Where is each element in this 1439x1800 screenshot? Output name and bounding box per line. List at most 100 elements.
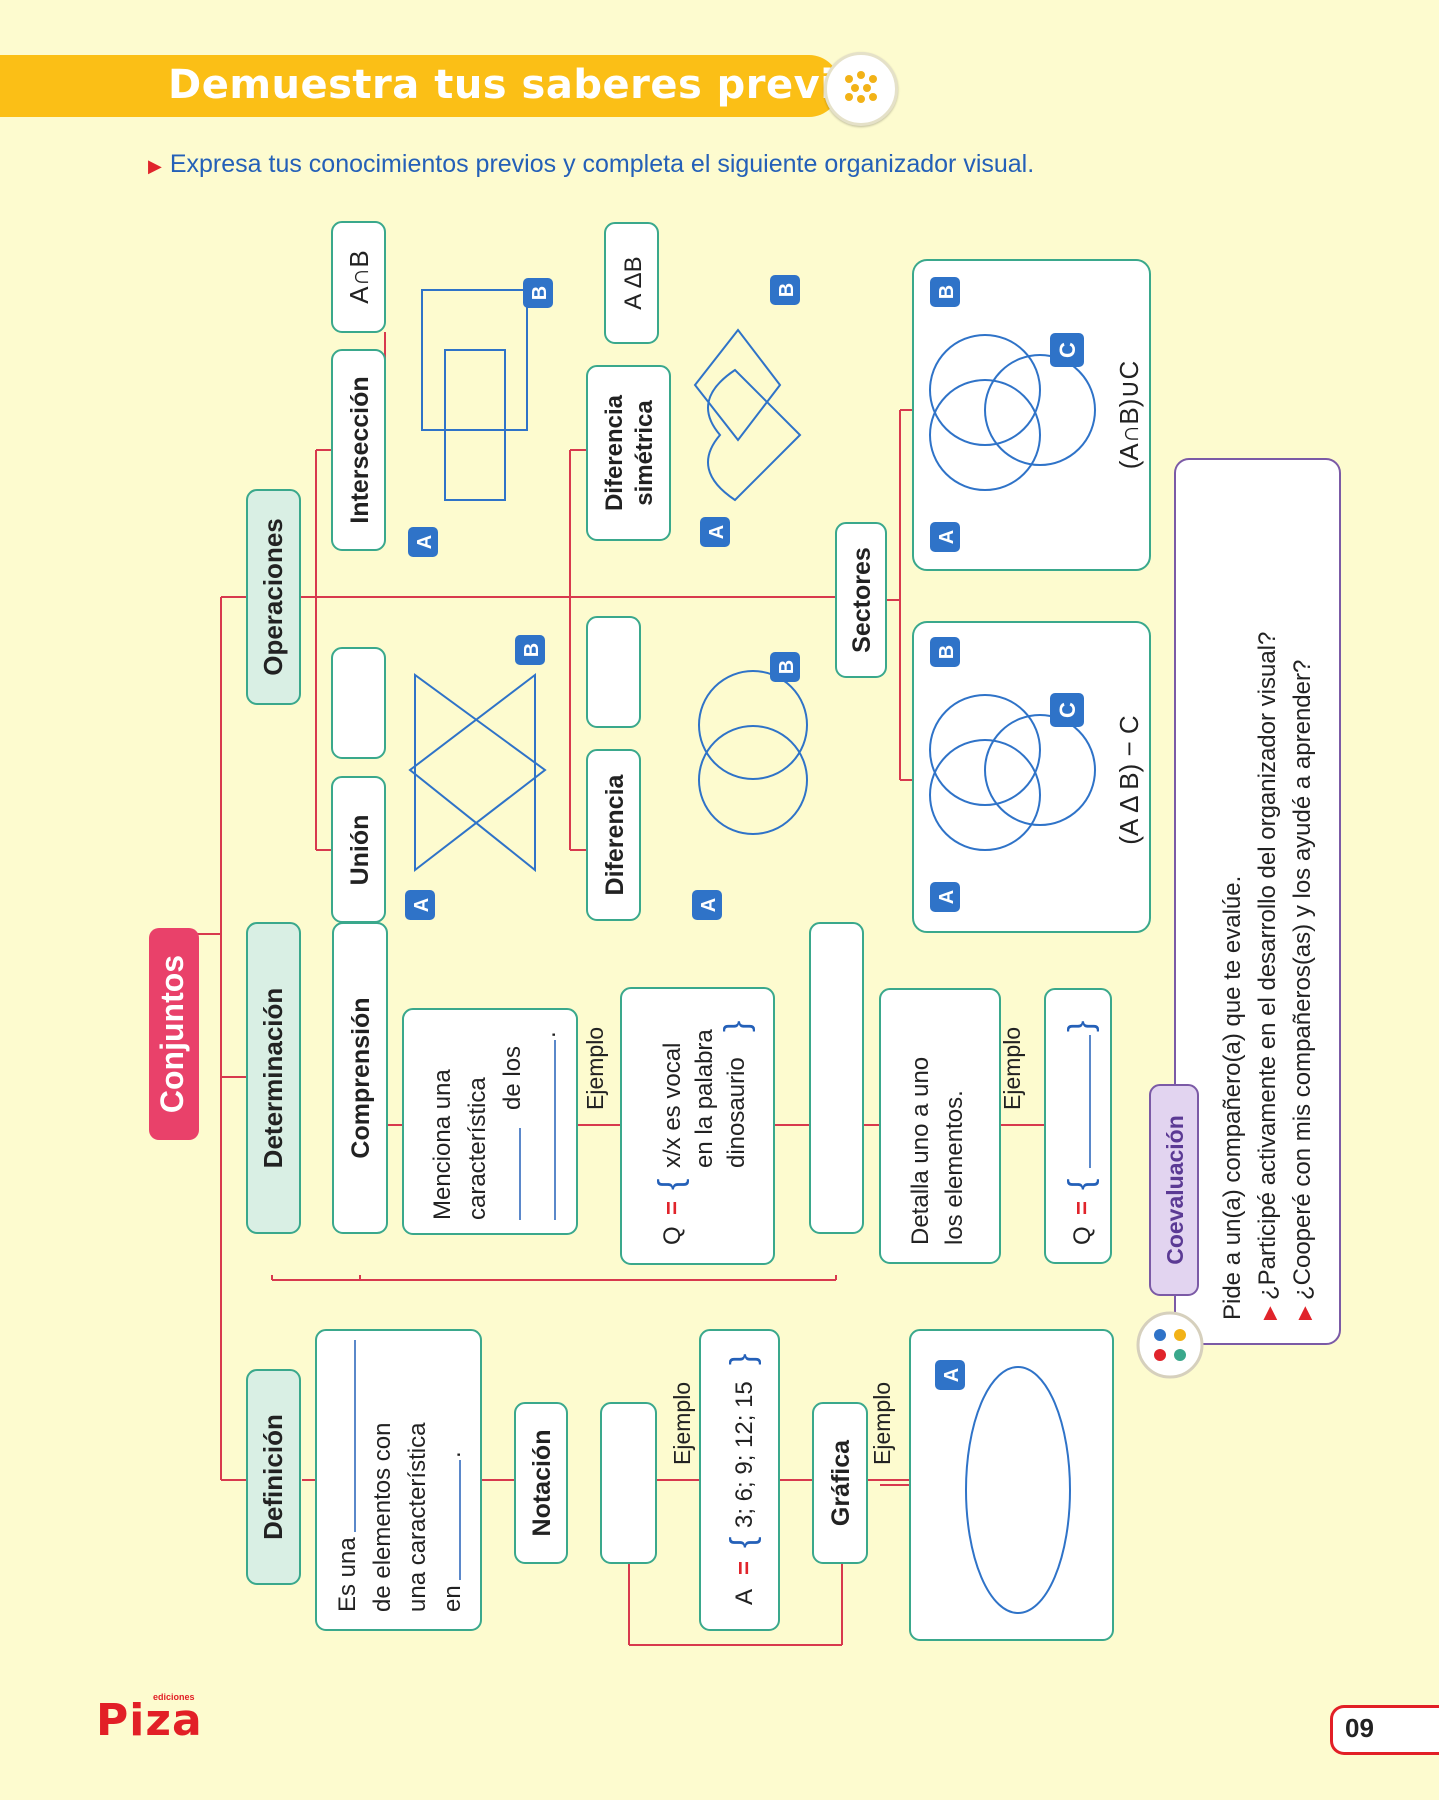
sector-1-tag-b: B [936,645,958,659]
sector-2-tag-b: B [936,285,958,299]
brand-logo-small: ediciones [153,1692,195,1702]
set-a-tag-label: A [941,1368,963,1382]
definicion-node [246,1369,301,1585]
connector-lines [193,329,1045,1646]
svg-text:{: { [652,1179,690,1190]
extension-example-box [1044,988,1112,1264]
coevaluacion-item-2: ¿Participé activamente en el desarrollo … [1254,632,1281,1300]
sectores-node [835,522,887,678]
notacion-answer-box[interactable] [600,1402,657,1564]
notacion-example-set: 3; 6; 9; 12; 15 [731,1381,758,1528]
definicion-label: Definición [258,1414,288,1540]
union-label: Unión [346,815,374,886]
grafica-label: Gráfica [827,1439,855,1526]
page-number-box [1330,1705,1439,1755]
root-node [149,928,199,1140]
page-number: 09 [1345,1713,1374,1743]
sector-1-tag-c: C [1055,702,1080,718]
extension-example-eq: = [1069,1201,1096,1215]
interseccion-tag-b: B [529,286,551,300]
operaciones-node [246,489,301,705]
diferencia-simetrica-diagram [693,328,802,502]
sector-2-venn [929,334,1096,491]
diferencia-symbol-box[interactable] [586,616,641,728]
atom-cluster-icon [824,52,898,126]
svg-text:}: } [718,1021,756,1032]
comprension-text-3: de los [499,1046,526,1110]
teamwork-icon-figures [1154,1329,1186,1361]
set-a-ellipse [965,1366,1071,1614]
union-node [331,776,386,923]
extension-text-1: Detalla uno a uno [907,1057,934,1245]
page-title: Demuestra tus saberes previos [168,62,887,108]
comprension-example-lhs: Q [659,1226,686,1245]
svg-text:{: { [724,1537,762,1548]
definicion-box [315,1329,482,1631]
comprension-example-line-1: x/x es vocal [659,1043,686,1168]
diferencia-diagram [698,670,808,835]
sector-2-tag-a: A [936,530,958,544]
operaciones-label: Operaciones [258,518,288,676]
interseccion-symbol: A∩B [344,250,374,303]
comprension-example-line-2: en la palabra [691,1029,718,1168]
bullet-triangle-icon: ▶ [1259,1306,1279,1320]
dif-sim-symbol-box [604,222,659,344]
svg-text:.: . [534,1031,561,1038]
svg-text:{: { [1062,1179,1100,1190]
grafica-example-box [909,1329,1114,1641]
sectores-label: Sectores [848,547,876,653]
svg-text:}: } [1062,1021,1100,1032]
diferencia-tag-b: B [776,660,798,674]
sector-1-tag-a: A [936,890,958,904]
brand-logo: Piza [96,1695,203,1746]
grafica-node [812,1402,868,1564]
union-symbol-box[interactable] [331,647,386,759]
determinacion-node [246,922,301,1234]
extension-text-2: los elementos. [941,1090,968,1245]
diferencia-node [586,749,641,921]
dif-sim-tag-b: B [776,283,798,297]
header-banner [0,55,840,117]
coevaluacion-tab [1149,1084,1199,1296]
notacion-example-lhs: A [731,1589,758,1605]
definicion-text-1: Es una [334,1537,361,1612]
set-a-tag [935,1360,965,1390]
union-tag-b: B [521,643,543,657]
bullet-triangle-icon: ▶ [1294,1306,1314,1320]
union-diagram [408,672,547,873]
definicion-text-3: una característica [404,1422,431,1612]
diferencia-tag-a: A [698,898,720,912]
extension-answer-box[interactable] [809,922,864,1234]
teamwork-icon [1136,1311,1204,1379]
comprension-box [402,1008,578,1235]
comprension-text-2: característica [464,1077,491,1220]
extension-example-label: Ejemplo [999,1027,1025,1110]
coevaluacion-item-3: ¿Cooperé con mis compañeros(as) y los ay… [1289,660,1316,1300]
comprension-example-line-3: dinosaurio [723,1057,750,1168]
comprension-example-label: Ejemplo [582,1027,608,1110]
dif-sim-tag-a: A [706,525,728,539]
coevaluacion-box [1174,458,1341,1345]
svg-text:.: . [439,1451,466,1458]
svg-text:}: } [724,1354,762,1365]
comprension-example-box [620,987,775,1265]
sector-1-venn [929,694,1096,851]
notacion-node [514,1402,568,1564]
notacion-example-label: Ejemplo [669,1382,695,1465]
instruction-text: Expresa tus conocimientos previos y comp… [169,150,1035,178]
diferencia-simetrica-label-1: Diferencia [601,394,628,511]
bullet-triangle-icon: ▶ [148,156,162,176]
root-label: Conjuntos [154,955,190,1113]
notacion-example-box [699,1329,780,1631]
interseccion-node [331,349,386,551]
dif-sim-symbol: A ΔB [620,256,647,309]
grafica-example-label: Ejemplo [869,1382,895,1465]
sector-2-tag-c: C [1055,342,1080,358]
sector-2-box [912,259,1151,571]
definicion-text-4: en [439,1585,466,1612]
interseccion-tag-a: A [414,535,436,549]
notacion-label: Notación [528,1430,556,1537]
notacion-example-eq: = [731,1561,758,1575]
definicion-text-2: de elementos con [369,1423,396,1612]
